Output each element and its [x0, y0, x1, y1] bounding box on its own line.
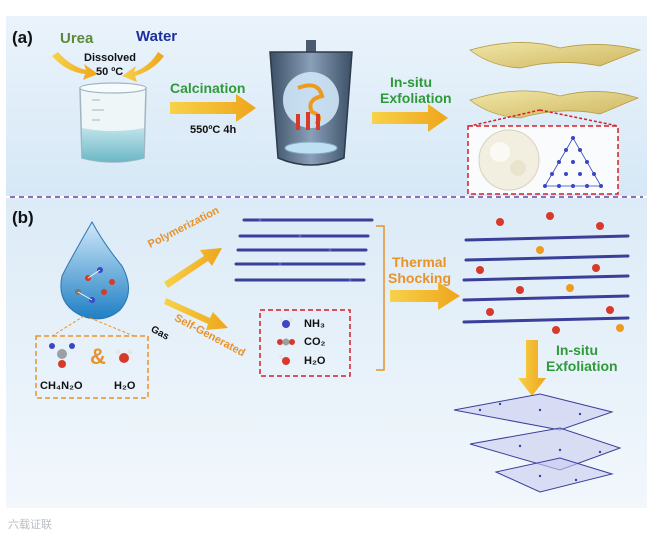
water-formula: H₂O: [114, 380, 135, 392]
temperature-label: 50 ºC: [96, 66, 123, 78]
gas-nh3-label: NH₃: [304, 318, 325, 330]
dissolved-label: Dissolved: [84, 52, 136, 64]
thermal-label-line2: Shocking: [388, 270, 451, 286]
gas-h2o-label: H₂O: [304, 355, 325, 367]
thermal-label-line1: Thermal: [392, 254, 446, 270]
exfoliation-b-line2: Exfoliation: [546, 358, 618, 374]
exfoliation-a-line1: In-situ: [390, 74, 432, 90]
calcination-label: Calcination: [170, 80, 245, 96]
gas-co2-label: CO₂: [304, 336, 325, 348]
urea-formula: CH₄N₂O: [40, 380, 83, 392]
co2-molecule: [277, 339, 295, 346]
furnace: [270, 40, 352, 165]
panel-a-label: (a): [12, 28, 33, 48]
urea-label: Urea: [60, 30, 93, 47]
calcination-condition: 550ºC 4h: [190, 124, 236, 136]
ampersand: &: [90, 344, 106, 370]
water-label: Water: [136, 28, 177, 45]
exfoliation-a-line2: Exfoliation: [380, 90, 452, 106]
exfoliation-b-line1: In-situ: [556, 342, 598, 358]
watermark: 六载证联: [8, 516, 52, 532]
panel-b-label: (b): [12, 208, 34, 228]
beaker: [80, 83, 146, 162]
powder-photo: [479, 130, 539, 190]
